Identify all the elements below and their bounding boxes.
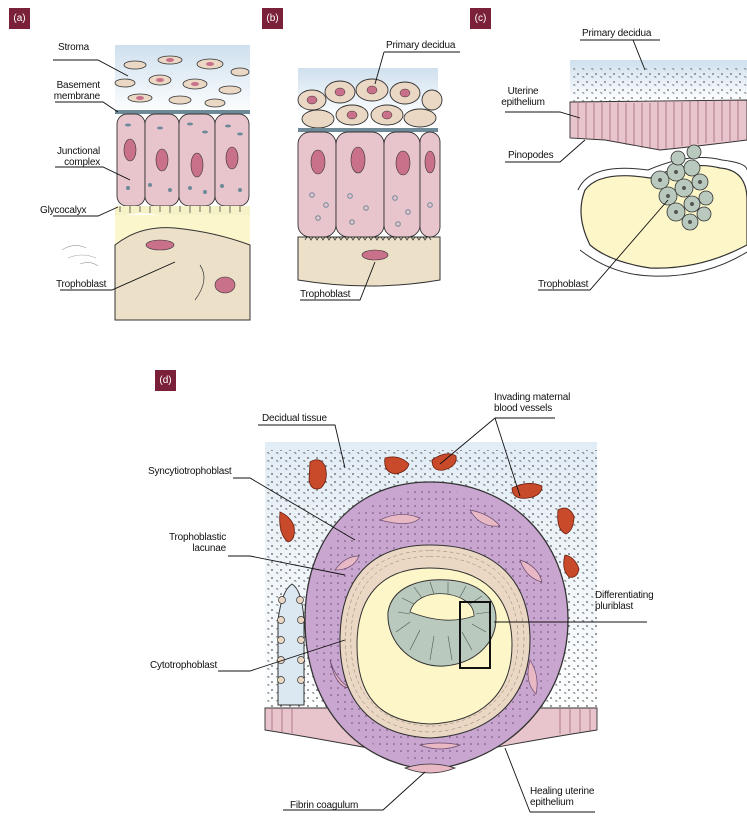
- label-pinopodes: Pinopodes: [508, 150, 553, 161]
- label-stroma: Stroma: [58, 42, 89, 53]
- label-healing-epithelium-line1: Healing uterine: [530, 786, 594, 797]
- label-junctional-complex-line2: complex: [38, 157, 100, 168]
- label-trophoblast-c: Trophoblast: [538, 279, 588, 290]
- label-healing-epithelium: Healing uterine epithelium: [530, 786, 594, 808]
- label-uterine-epithelium: Uterine epithelium: [496, 86, 550, 108]
- label-basement-membrane-line2: membrane: [38, 91, 100, 102]
- label-trophoblastic-lacunae: Trophoblastic lacunae: [160, 532, 226, 554]
- label-glycocalyx: Glycocalyx: [40, 205, 86, 216]
- panel-a-tag: (a): [9, 8, 30, 29]
- label-fibrin-coagulum: Fibrin coagulum: [290, 800, 358, 811]
- label-junctional-complex-line1: Junctional: [38, 146, 100, 157]
- panel-c-artwork: [570, 60, 747, 276]
- label-basement-membrane-line1: Basement: [38, 80, 100, 91]
- label-trophoblastic-lacunae-line2: lacunae: [160, 543, 226, 554]
- label-syncytiotrophoblast: Syncytiotrophoblast: [148, 466, 231, 477]
- panel-b-artwork: [298, 68, 442, 286]
- panel-c-tag: (c): [470, 8, 491, 29]
- epithelial-cells-b: [298, 132, 440, 237]
- label-differentiating-pluriblast-line2: pluriblast: [595, 601, 654, 612]
- label-invading-vessels-line1: Invading maternal: [494, 392, 570, 403]
- label-healing-epithelium-line2: epithelium: [530, 797, 594, 808]
- label-cytotrophoblast: Cytotrophoblast: [150, 660, 217, 671]
- label-invading-vessels-line2: blood vessels: [494, 403, 570, 414]
- panel-b-tag: (b): [262, 8, 283, 29]
- label-junctional-complex: Junctional complex: [38, 146, 100, 168]
- label-differentiating-pluriblast-line1: Differentiating: [595, 590, 654, 601]
- label-primary-decidua-c: Primary decidua: [582, 28, 651, 39]
- label-differentiating-pluriblast: Differentiating pluriblast: [595, 590, 654, 612]
- label-trophoblast-b: Trophoblast: [300, 289, 350, 300]
- label-trophoblast-a: Trophoblast: [56, 279, 106, 290]
- label-uterine-epithelium-line2: epithelium: [496, 97, 550, 108]
- label-trophoblastic-lacunae-line1: Trophoblastic: [160, 532, 226, 543]
- label-uterine-epithelium-line1: Uterine: [496, 86, 550, 97]
- panel-d-tag: (d): [155, 370, 176, 391]
- label-primary-decidua-b: Primary decidua: [386, 40, 455, 51]
- panel-d-artwork: [265, 442, 597, 773]
- label-basement-membrane: Basement membrane: [38, 80, 100, 102]
- label-invading-vessels: Invading maternal blood vessels: [494, 392, 570, 414]
- label-decidual-tissue: Decidual tissue: [262, 413, 327, 424]
